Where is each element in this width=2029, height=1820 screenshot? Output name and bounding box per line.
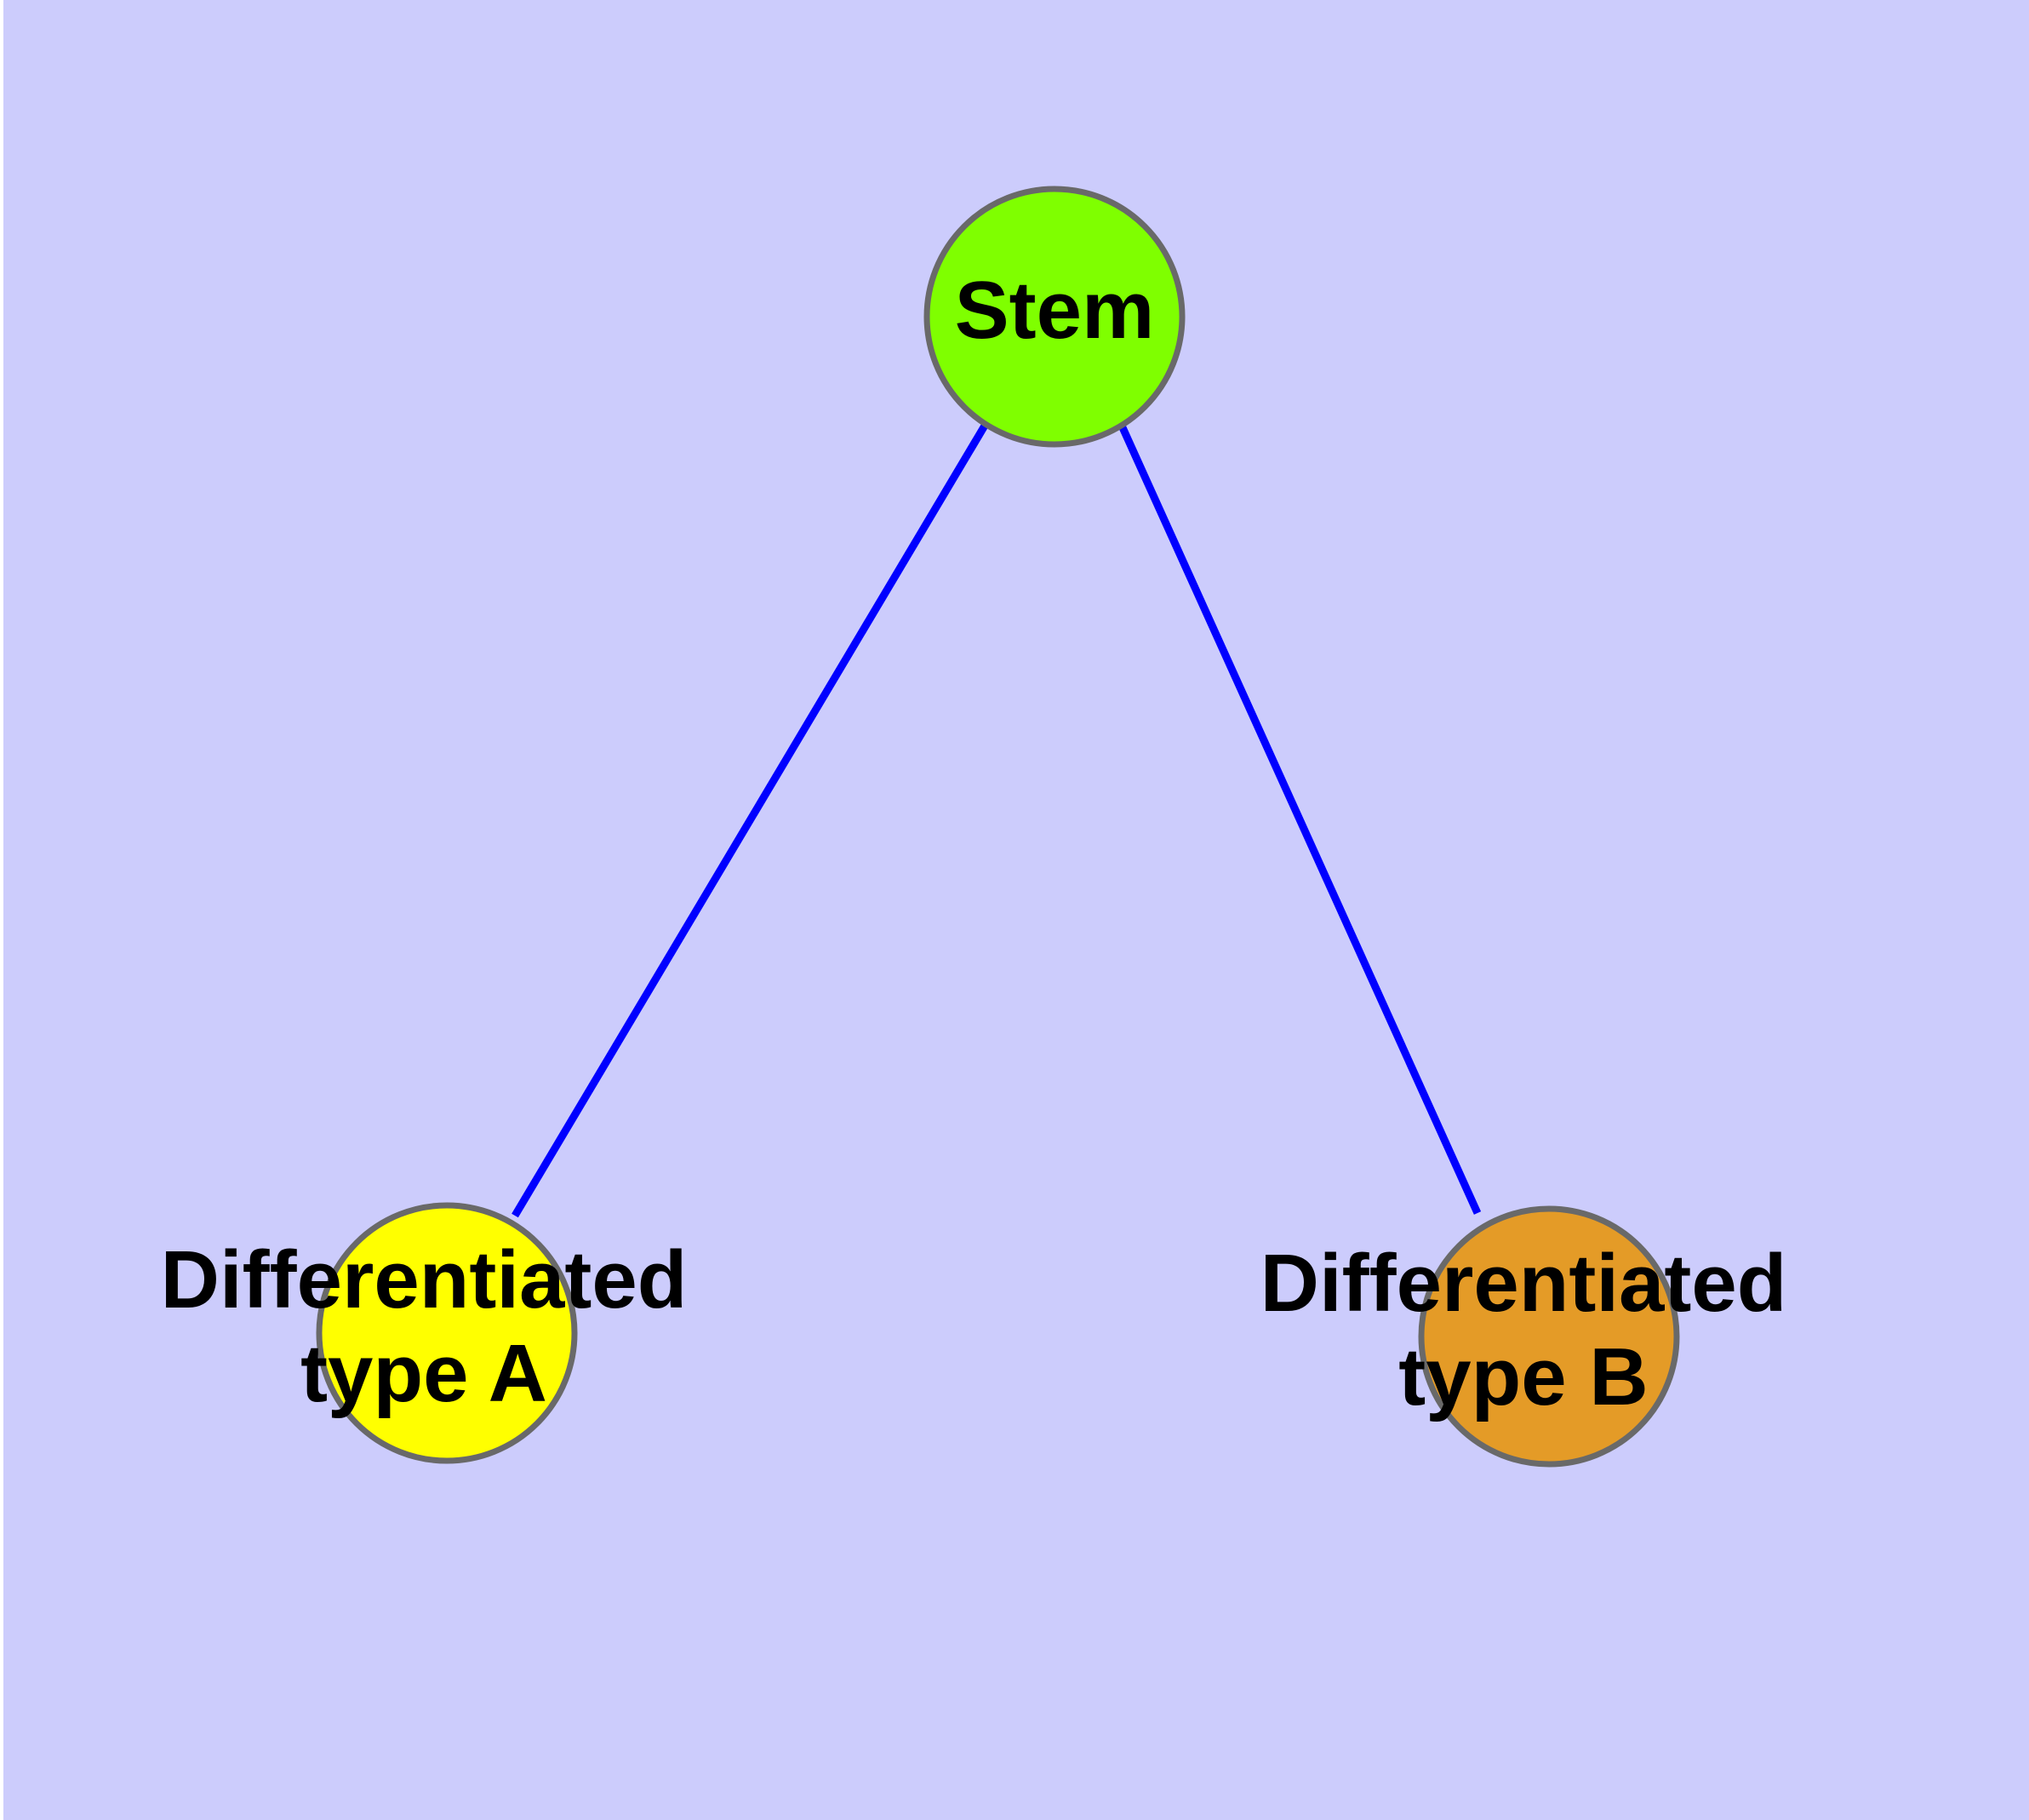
node-label-line: Differentiated	[1260, 1238, 1787, 1329]
node-stem[interactable]	[923, 186, 1186, 448]
node-diff_a[interactable]	[316, 1202, 578, 1464]
edges-layer	[512, 423, 1482, 1218]
node-label-line: Differentiated	[161, 1234, 688, 1325]
node-label-line: type A	[300, 1329, 547, 1420]
edge-stem-diff-a	[512, 423, 988, 1218]
left-margin-strip	[0, 0, 3, 1820]
node-label-line: type B	[1398, 1332, 1648, 1423]
nodes-layer	[316, 186, 1680, 1468]
node-label-stem: Stem	[955, 265, 1155, 356]
node-diff_b[interactable]	[1418, 1205, 1680, 1468]
node-label-line: Stem	[955, 265, 1155, 356]
edge-stem-diff-b	[1117, 424, 1482, 1215]
